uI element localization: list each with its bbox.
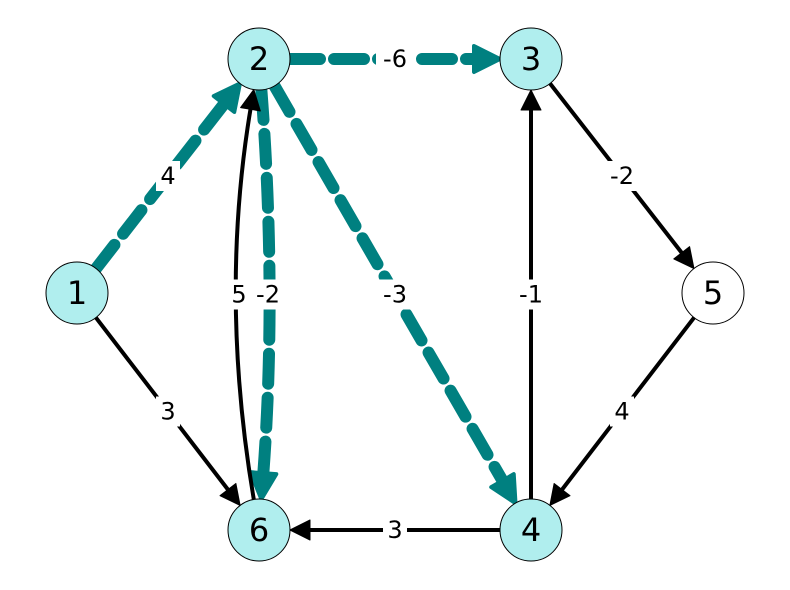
edge-label-background [512,279,550,310]
edge-1-6: 3 [93,315,241,506]
edge-label-background [383,515,407,545]
node-circle [227,27,291,91]
arrow-head-icon [248,470,279,502]
node-4: 4 [499,498,563,562]
node-label: 5 [703,274,723,312]
edge-label-background [376,279,414,310]
edges-layer: 4 3 -6 -2 5 -3 -2 -1 4 3 [90,44,697,545]
node-label: 1 [67,274,87,312]
arrow-head-icon [211,81,242,114]
node-circle [681,261,745,325]
arrow-head-icon [489,472,518,506]
edge-weight-label: -2 [256,281,280,309]
node-label: 2 [249,40,269,78]
edge-2-3: -6 [284,44,502,74]
node-label: 3 [521,40,541,78]
node-2: 2 [227,27,291,91]
edge-label-background [156,161,180,191]
node-label: 6 [249,511,269,549]
edge-weight-label: -3 [383,281,407,309]
edge-label-background [249,279,287,310]
edge-label-background [603,161,641,191]
edge-label-background [376,44,414,74]
node-5: 5 [681,261,745,325]
edge-2-4: -3 [268,79,518,506]
edge-weight-label: -2 [610,162,634,190]
node-6: 6 [227,498,291,562]
edge-weight-label: 4 [160,162,175,190]
arrow-head-icon [289,519,311,541]
node-1: 1 [45,261,109,325]
edge-5-4: 4 [549,315,697,506]
edge-label-background [610,396,634,427]
arrow-head-icon [219,482,241,506]
arrow-head-icon [240,89,261,112]
arrow-head-icon [673,246,695,270]
edge-weight-label: 5 [231,281,246,309]
node-3: 3 [499,27,563,91]
nodes-layer: 1 2 3 4 5 6 [45,27,745,562]
node-circle [227,498,291,562]
node-circle [45,261,109,325]
node-circle [499,27,563,91]
edge-4-3: -1 [512,89,550,501]
arrow-head-icon [520,89,542,111]
edge-1-2: 4 [90,81,242,275]
node-circle [499,498,563,562]
edge-weight-label: 3 [160,398,175,426]
arrow-head-icon [472,44,502,74]
edge-label-background [227,279,251,310]
edge-4-6: 3 [289,515,502,545]
edge-3-5: -2 [548,81,695,270]
edge-6-2: 5 [227,89,261,502]
edge-weight-label: -1 [519,281,543,309]
edge-weight-label: -6 [383,45,407,73]
edge-2-6: -2 [248,83,287,502]
node-label: 4 [521,511,541,549]
edge-label-background [156,396,180,427]
edge-weight-label: 4 [614,398,629,426]
arrow-head-icon [549,482,571,506]
edge-weight-label: 3 [387,516,402,544]
